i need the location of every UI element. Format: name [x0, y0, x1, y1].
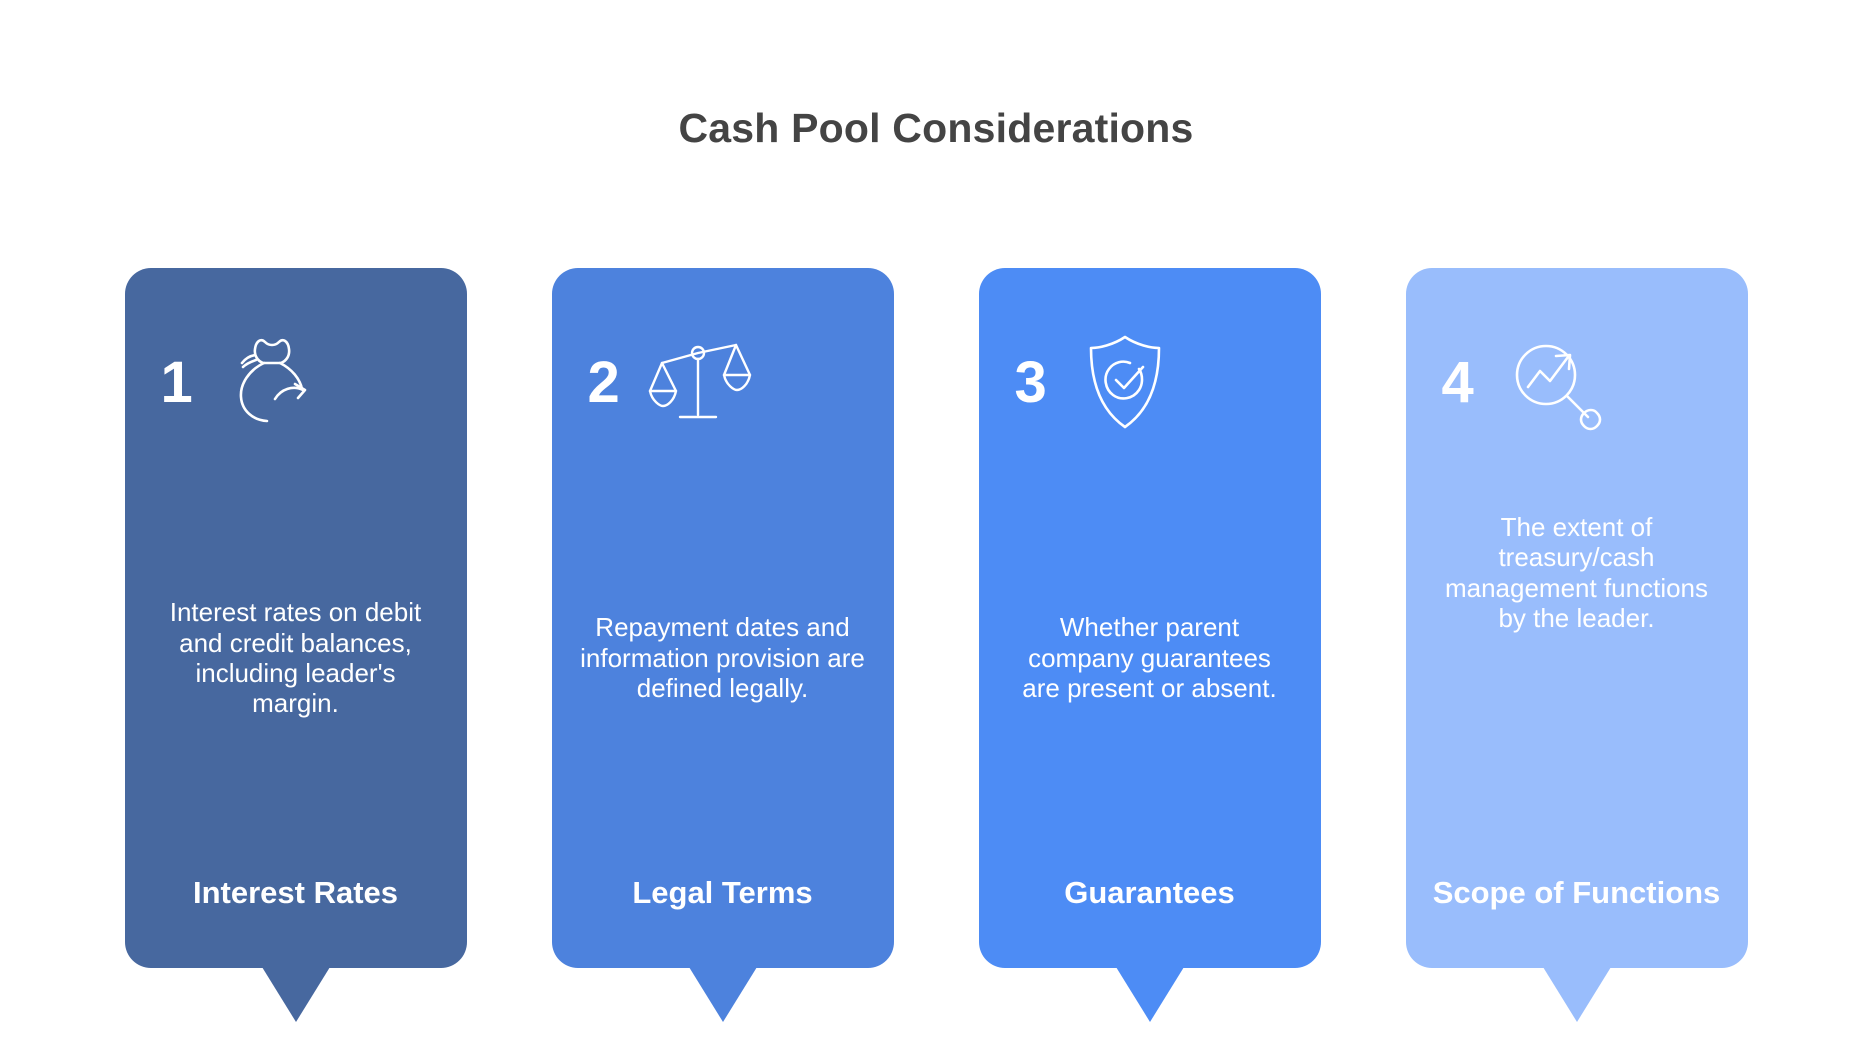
- card-3-body-zone: Whether parent company guarantees are pr…: [1001, 498, 1299, 818]
- card-1-pointer: [261, 967, 330, 1022]
- card-4-label: Scope of Functions: [1432, 875, 1721, 911]
- trend-magnifier-icon: [1496, 327, 1608, 439]
- card-4-title-zone: Scope of Functions: [1428, 818, 1726, 968]
- card-1-body-zone: Interest rates on debit and credit balan…: [147, 498, 445, 818]
- shield-check-icon: [1069, 327, 1181, 439]
- card-2-pointer: [688, 967, 757, 1022]
- card-2[interactable]: 2: [551, 268, 894, 1022]
- page-title: Cash Pool Considerations: [678, 105, 1194, 151]
- card-1-label: Interest Rates: [192, 875, 399, 911]
- card-4-header: 4: [1428, 268, 1726, 498]
- card-3-header: 3: [1001, 268, 1299, 498]
- card-2-label: Legal Terms: [632, 875, 813, 911]
- card-4[interactable]: 4: [1405, 268, 1748, 1022]
- card-2-description: Repayment dates and information provisio…: [580, 612, 865, 704]
- card-3-number: 3: [1014, 350, 1047, 415]
- card-4-pointer: [1542, 967, 1611, 1022]
- card-1-number: 1: [160, 350, 193, 415]
- card-1-header: 1: [147, 268, 445, 498]
- card-3-pointer: [1115, 967, 1184, 1022]
- card-2-body-zone: Repayment dates and information provisio…: [574, 498, 872, 818]
- card-3-label: Guarantees: [1064, 875, 1235, 911]
- card-1-description: Interest rates on debit and credit balan…: [169, 597, 422, 719]
- card-2-surface[interactable]: 2: [551, 268, 894, 968]
- card-4-surface[interactable]: 4: [1405, 268, 1748, 968]
- card-1-surface[interactable]: 1: [124, 268, 467, 968]
- card-2-header: 2: [574, 268, 872, 498]
- card-3[interactable]: 3 Whether parent company guarantee: [978, 268, 1321, 1022]
- card-1[interactable]: 1: [124, 268, 467, 1022]
- card-4-number: 4: [1441, 350, 1474, 415]
- scales-balance-icon: [642, 327, 754, 439]
- card-2-number: 2: [587, 350, 620, 415]
- card-2-title-zone: Legal Terms: [574, 818, 872, 968]
- card-row: 1: [0, 268, 1872, 1048]
- card-3-surface[interactable]: 3 Whether parent company guarantee: [978, 268, 1321, 968]
- card-3-description: Whether parent company guarantees are pr…: [1022, 612, 1277, 704]
- money-bag-refresh-icon: [215, 327, 327, 439]
- card-4-description: The extent of treasury/cash management f…: [1444, 512, 1709, 634]
- card-1-title-zone: Interest Rates: [147, 818, 445, 968]
- card-3-title-zone: Guarantees: [1001, 818, 1299, 968]
- card-4-body-zone: The extent of treasury/cash management f…: [1428, 498, 1726, 818]
